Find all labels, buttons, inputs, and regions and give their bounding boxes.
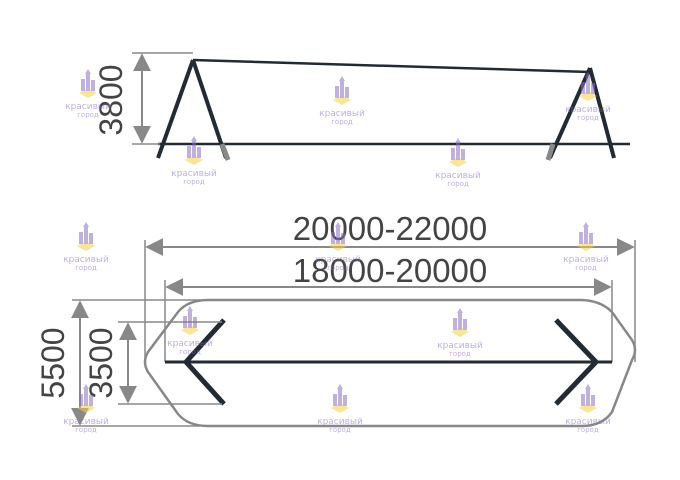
watermark-line2: город bbox=[449, 350, 471, 358]
right-chevron-upper bbox=[554, 318, 598, 364]
watermark-line1: красивый bbox=[317, 417, 363, 427]
right-frame-foot bbox=[545, 143, 556, 161]
watermarks: красивый город красивый город красивый г… bbox=[63, 69, 611, 434]
watermark-line1: красивый bbox=[63, 417, 109, 427]
watermark-line2: город bbox=[331, 118, 353, 126]
watermark-line1: красивый bbox=[565, 105, 611, 115]
watermark-line1: красивый bbox=[63, 255, 109, 265]
outer-length-label: 20000-22000 bbox=[293, 210, 488, 247]
watermark-line1: красивый bbox=[563, 255, 609, 265]
watermark: красивый город bbox=[317, 384, 363, 434]
watermark-line2: город bbox=[329, 426, 351, 434]
watermark-line2: город bbox=[447, 180, 469, 188]
watermark: красивый город bbox=[437, 308, 483, 358]
watermark-line2: город bbox=[575, 264, 597, 272]
side-view: 3800 bbox=[93, 52, 630, 161]
plan-view: 20000-22000 18000-20000 5500 3500 bbox=[35, 210, 637, 428]
watermark-line2: город bbox=[577, 114, 599, 122]
left-chevron-lower bbox=[184, 360, 226, 406]
watermark-line1: красивый bbox=[565, 417, 611, 427]
watermark: красивый город bbox=[563, 222, 609, 272]
height-label: 3800 bbox=[93, 64, 129, 135]
watermark: красивый город bbox=[63, 384, 109, 434]
watermark-line1: красивый bbox=[435, 171, 481, 181]
watermark: красивый город bbox=[65, 69, 111, 119]
watermark-line2: город bbox=[75, 426, 97, 434]
top-cable bbox=[192, 58, 591, 74]
watermark-line1: красивый bbox=[437, 341, 483, 351]
left-chevron-upper bbox=[184, 318, 226, 364]
left-frame-leg-inner bbox=[191, 59, 228, 159]
left-frame-leg-outer bbox=[156, 59, 195, 159]
watermark: красивый город bbox=[565, 384, 611, 434]
safety-zone-outline bbox=[143, 298, 637, 428]
watermark: красивый город bbox=[319, 76, 365, 126]
watermark-line2: город bbox=[577, 426, 599, 434]
watermark-line1: красивый bbox=[171, 169, 217, 179]
watermark-line1: красивый bbox=[167, 339, 213, 349]
outer-width-label: 5500 bbox=[35, 327, 71, 398]
watermark: красивый город bbox=[167, 306, 213, 356]
watermark: красивый город bbox=[435, 138, 481, 188]
watermark-line1: красивый bbox=[65, 102, 111, 112]
watermark: красивый город bbox=[171, 136, 217, 186]
watermark: красивый город bbox=[565, 72, 611, 122]
watermark-line2: город bbox=[179, 348, 201, 356]
watermark-line1: красивый bbox=[319, 109, 365, 119]
right-chevron-lower bbox=[554, 360, 598, 406]
left-frame-foot bbox=[219, 143, 231, 161]
watermark-line1: красивый bbox=[315, 255, 361, 265]
watermark: красивый город bbox=[315, 222, 361, 272]
watermark-line2: город bbox=[77, 111, 99, 119]
inner-length-label: 18000-20000 bbox=[293, 252, 488, 289]
watermark-line2: город bbox=[183, 178, 205, 186]
watermark-line2: город bbox=[327, 264, 349, 272]
inner-width-label: 3500 bbox=[83, 327, 119, 398]
watermark-line2: город bbox=[75, 264, 97, 272]
watermark: красивый город bbox=[63, 222, 109, 272]
